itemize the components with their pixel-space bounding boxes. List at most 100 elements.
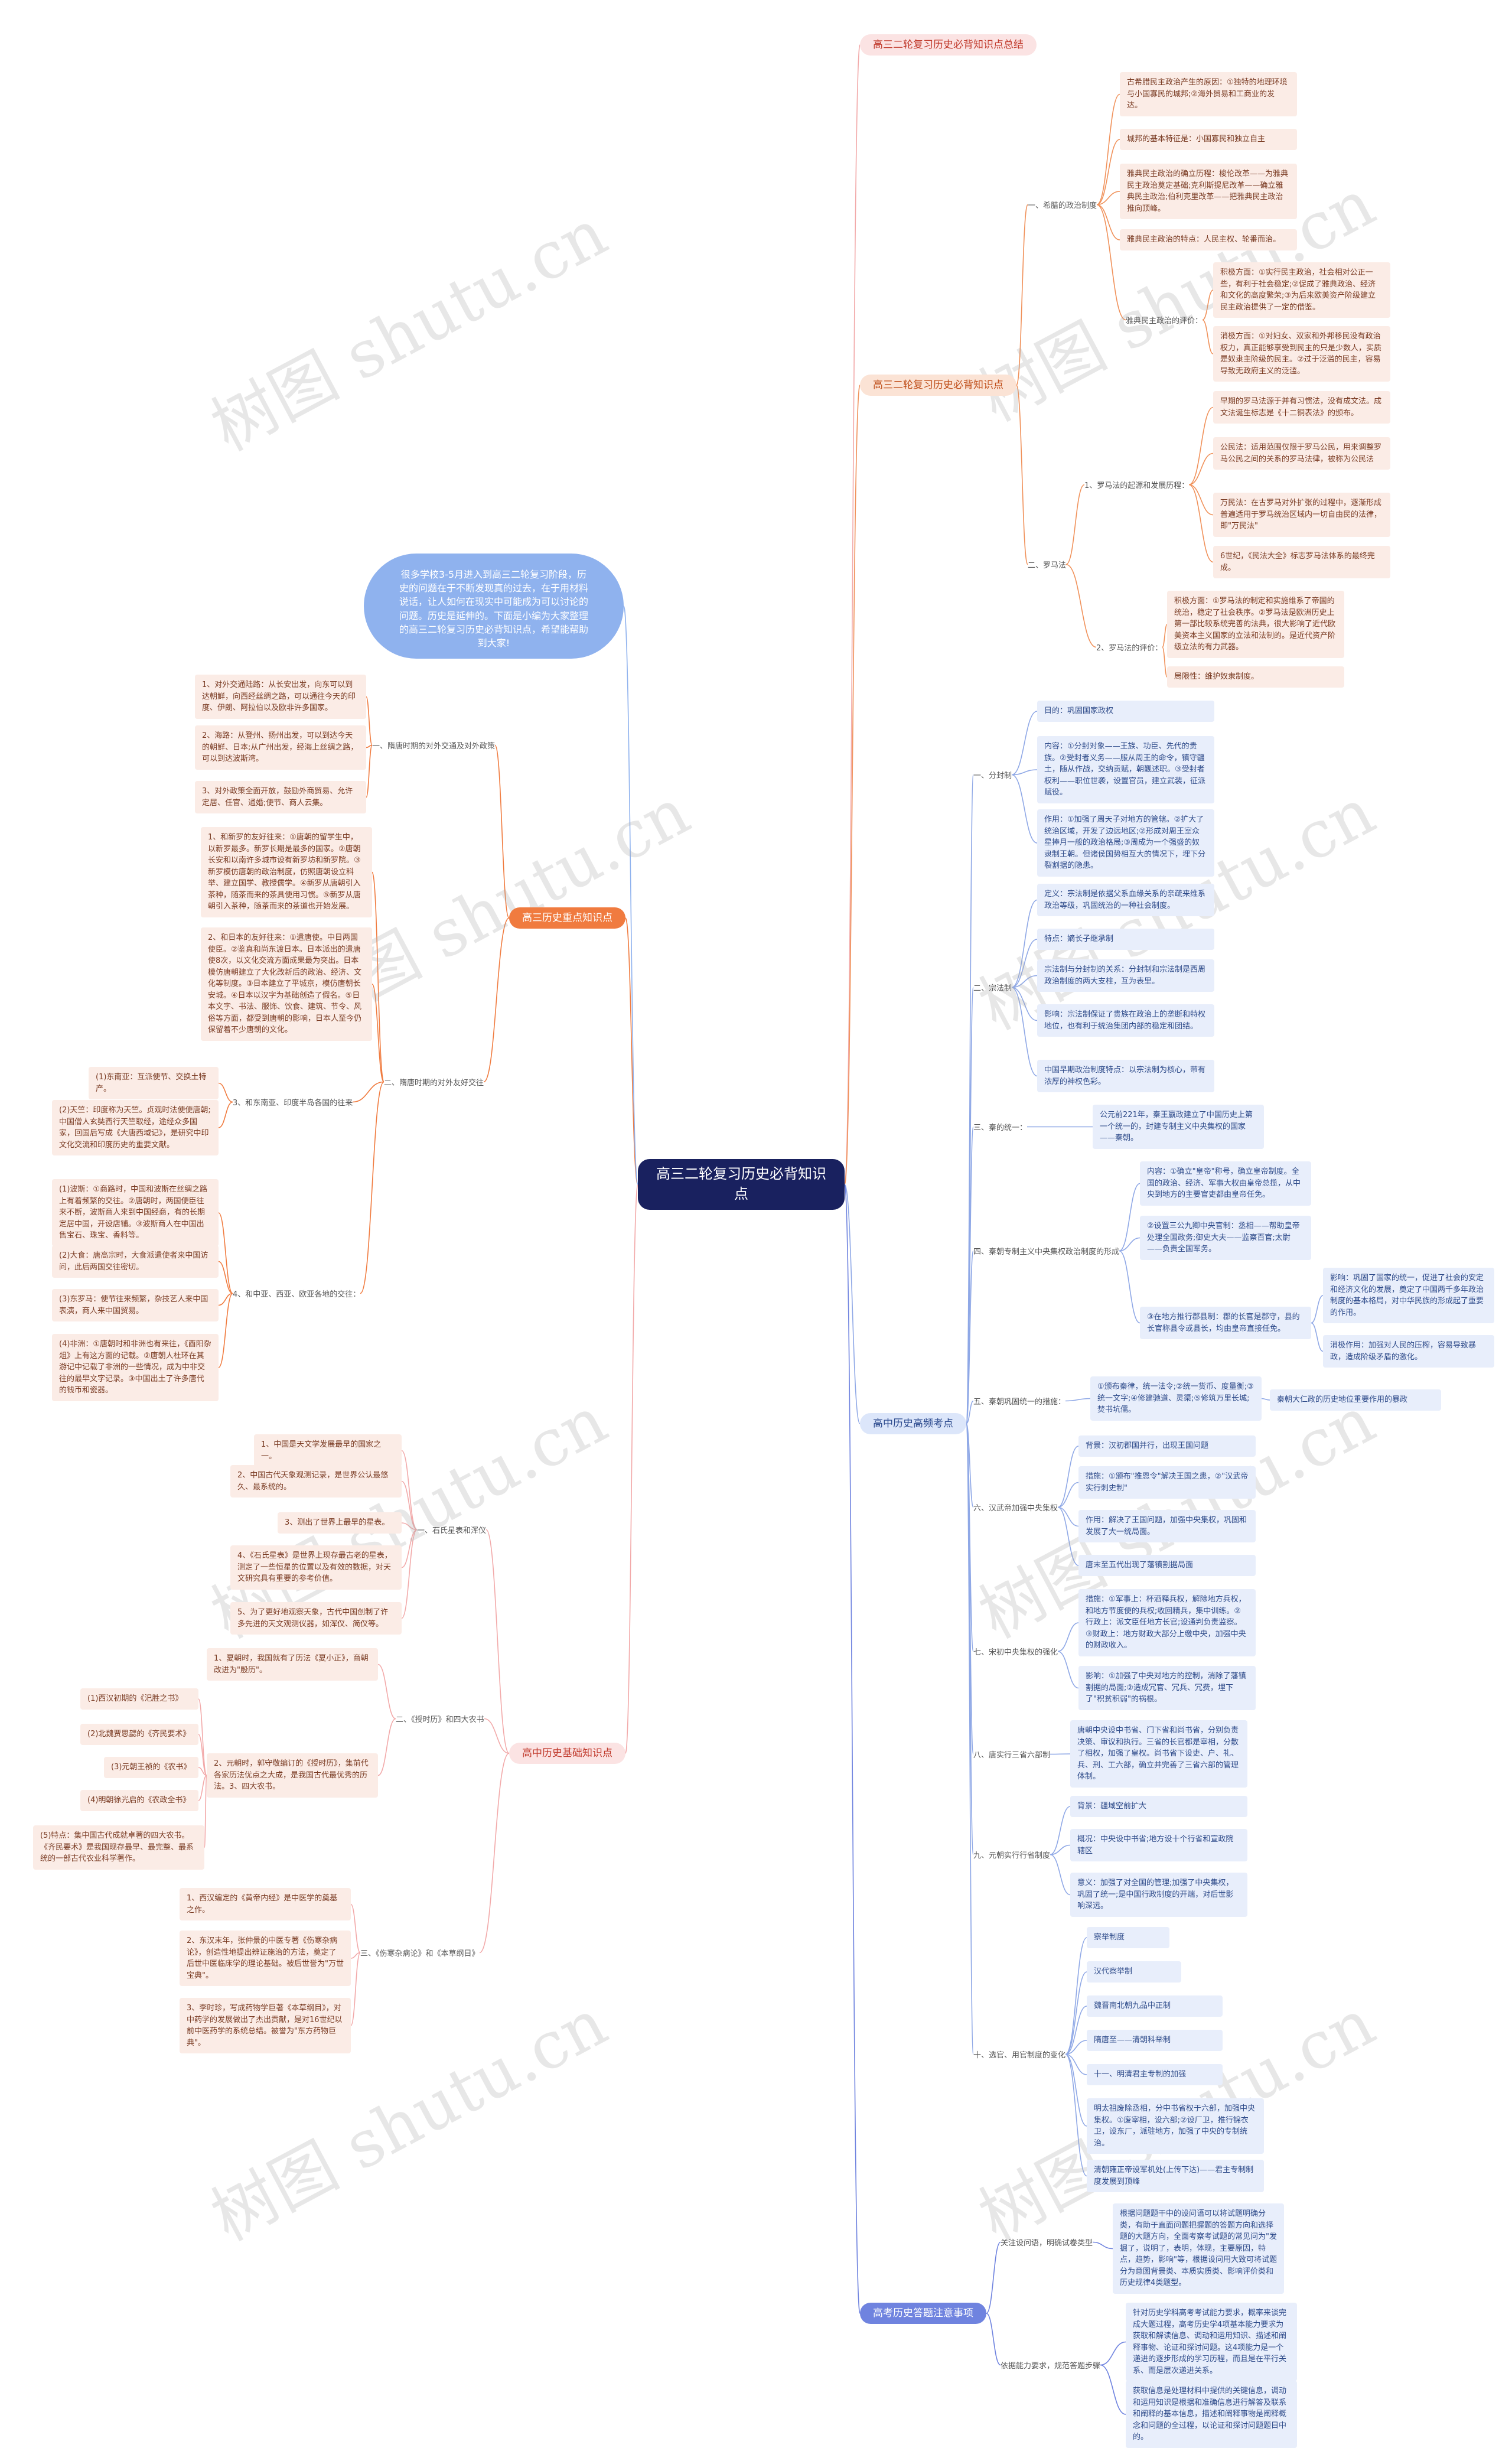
- note-observation: 2、中国古代天象观测记录，是世界公认最悠久、最系统的。: [230, 1465, 402, 1498]
- note-information: 获取信息是处理材料中提供的关键信息，调动和运用知识是根据和准确信息进行解答及联系…: [1126, 2381, 1297, 2448]
- note-nongshu: (3)元朝王祯的《农书》: [104, 1757, 198, 1778]
- note-patriarchal-def: 定义：宗法制是依据父系血缘关系的亲疏来维系政治等级，巩固统治的一种社会制度。: [1037, 884, 1214, 916]
- note-ability-requirements: 针对历史学科高考考试能力要求，概率来谈完成大题过程，高考历史学4项基本能力要求为…: [1126, 2303, 1297, 2381]
- note-roman-positive: 积极方面：①罗马法的制定和实施维系了帝国的统治，稳定了社会秩序。②罗马法是欧洲历…: [1167, 591, 1344, 658]
- topic-question-type[interactable]: 关注设问语，明确试卷类型: [1001, 2239, 1093, 2248]
- note-athens-feature: 雅典民主政治的特点：人民主权、轮番而治。: [1120, 229, 1297, 250]
- topic-star-catalog[interactable]: 一、石氏星表和浑仪: [417, 1526, 487, 1535]
- note-qin-status: 秦朝大仁政的历史地位重要作用的暴政: [1270, 1389, 1441, 1411]
- topic-sui-tang-exchange[interactable]: 二、隋唐时期的对外友好交往: [384, 1079, 484, 1088]
- note-sea-route: 2、海路：从登州、扬州出发，可以到达今天的朝鲜、日本;从广州出发，经海上丝绸之路…: [195, 725, 366, 770]
- note-qin-measures: ①颁布秦律，统一法令;②统一货币、度量衡;③统一文字;④修建驰道、灵渠;⑤修筑万…: [1090, 1376, 1262, 1421]
- note-land-route: 1、对外交通陆路：从长安出发，向东可以到达朝鲜，向西经丝绸之路，可以通往今天的印…: [195, 675, 366, 719]
- topic-qin-centralization[interactable]: 四、秦朝专制主义中央集权政治制度的形成: [973, 1248, 1120, 1256]
- note-nine-rank: 魏晋南北朝九品中正制: [1087, 1995, 1223, 2017]
- topic-medicine[interactable]: 三、《伤寒杂病论》和《本草纲目》: [360, 1949, 480, 1958]
- note-astronomy: 1、中国是天文学发展最早的国家之一。: [254, 1434, 402, 1467]
- note-commandery: ③在地方推行郡县制：郡的长官是郡守，县的长官称县令或县长，均由皇帝直接任免。: [1140, 1307, 1311, 1339]
- note-greek-origin: 古希腊民主政治产生的原因：①独特的地理环境与小国寡民的城邦;②海外贸易和工商业的…: [1120, 72, 1297, 116]
- branch-frequent[interactable]: 高中历史高频考点: [860, 1413, 966, 1434]
- topic-patriarchal[interactable]: 二、宗法制: [973, 984, 1012, 993]
- note-byzantium: (3)东罗马：使节往来频繁，杂技艺人来中国表演，商人来中国贸易。: [52, 1289, 219, 1321]
- note-three-ministers: ②设置三公九卿中央官制：丞相——帮助皇帝处理全国政务;御史大夫——监察百官;太尉…: [1140, 1216, 1311, 1260]
- intro-bubble[interactable]: 很多学校3-5月进入到高三二轮复习阶段，历史的问题在于不断发现真的过去，在于用材…: [364, 554, 624, 659]
- note-shi-catalog: 4、《石氏星表》是世界上现存最古老的星表，测定了一些恒星的位置以及有效的数据，对…: [230, 1545, 402, 1590]
- topic-three-departments[interactable]: 八、唐实行三省六部制: [973, 1751, 1051, 1760]
- branch-summary[interactable]: 高三二轮复习历史必背知识点总结: [860, 34, 1037, 56]
- note-han-background: 背景：汉初郡国并行，出现王国问题: [1078, 1435, 1256, 1457]
- topic-athens-evaluation[interactable]: 雅典民主政治的评价：: [1126, 317, 1203, 325]
- note-song-impact: 影响：①加强了中央对地方的控制，消除了藩镇割据的局面;②造成冗官、冗兵、冗费，埋…: [1078, 1666, 1256, 1710]
- branch-review[interactable]: 高三二轮复习历史必背知识点: [860, 375, 1016, 396]
- note-athens-positive: 积极方面：①实行民主政治，社会相对公正一些，有利于社会稳定;②促成了雅典政治、经…: [1213, 262, 1390, 318]
- topic-qin-unify[interactable]: 三、秦的统一：: [973, 1124, 1028, 1132]
- topic-answer-steps[interactable]: 依据能力要求，规范答题步骤: [1001, 2362, 1101, 2371]
- note-emperor-system: 内容：①确立"皇帝"称号，确立皇帝制度。全国的政治、经济、军事大权由皇帝总揽，从…: [1140, 1161, 1311, 1206]
- note-earliest-catalog: 3、测出了世界上最早的星表。: [278, 1512, 402, 1534]
- note-question-type: 根据问题题干中的设问语可以将试题明确分类，有助于直面问题把握题的答题方向和选择题…: [1113, 2203, 1284, 2294]
- note-huangdi: 1、西汉编定的《黄帝内经》是中医学的奠基之作。: [180, 1888, 351, 1920]
- note-qin-impact: 影响：巩固了国家的统一，促进了社会的安定和经济文化的发展，奠定了中国两千多年政治…: [1323, 1268, 1494, 1323]
- note-ming-qing: 十一、明清君主专制的加强: [1087, 2064, 1223, 2085]
- note-qiminyaoshu: (2)北魏贾思勰的《齐民要术》: [80, 1724, 198, 1745]
- note-shoushi: 2、元朝时，郭守敬编订的《授时历》，集前代各家历法优点之大成，是我国古代最优秀的…: [207, 1753, 378, 1798]
- note-han-measures: 措施：①颁布"推恩令"解决王国之患，②"汉武帝实行刺史制": [1078, 1466, 1256, 1499]
- topic-qin-measures[interactable]: 五、秦朝巩固统一的措施：: [973, 1398, 1066, 1407]
- topic-roman-evaluation[interactable]: 2、罗马法的评价：: [1096, 644, 1163, 653]
- note-india: (2)天竺：印度称为天竺。贞观时法使使唐朝;中国僧人玄奘西行天竺取经，途经众多国…: [52, 1100, 219, 1155]
- note-yuan-overview: 概况：中央设中书省;地方设十个行省和宣政院辖区: [1070, 1829, 1247, 1861]
- note-yuan-background: 背景：疆域空前扩大: [1070, 1796, 1247, 1817]
- note-tang-separatism: 唐末至五代出现了藩镇割据局面: [1078, 1555, 1256, 1576]
- topic-greek-politics[interactable]: 一、希腊的政治制度: [1028, 201, 1097, 210]
- note-li-shizhen: 3、李时珍，写成药物学巨著《本草纲目》，对中药学的发展做出了杰出贡献，是对16世…: [180, 1998, 351, 2053]
- topic-yuan-province[interactable]: 九、元朝实行行省制度: [973, 1851, 1051, 1860]
- topic-han-wudi[interactable]: 六、汉武帝加强中央集权: [973, 1504, 1058, 1513]
- topic-song-centralization[interactable]: 七、宋初中央集权的强化: [973, 1648, 1058, 1657]
- topic-roman-law[interactable]: 二、罗马法: [1028, 561, 1067, 570]
- note-zhang-zhongjing: 2、东汉末年，张仲景的中医专著《伤寒杂病论》，创造性地提出辨证施治的方法，奠定了…: [180, 1931, 351, 1986]
- note-arabia: (2)大食：唐高宗时，大食派遣使者来中国访问，此后两国交往密切。: [52, 1245, 219, 1278]
- note-feudal-content: 内容：①分封对象——王族、功臣、先代的贵族。②受封者义务——服从周王的命令，镇守…: [1037, 736, 1214, 803]
- note-early-politics: 中国早期政治制度特点：以宗法制为核心，带有浓厚的神权色彩。: [1037, 1060, 1214, 1092]
- note-feudal-purpose: 目的：巩固国家政权: [1037, 701, 1214, 722]
- note-city-state: 城邦的基本特征是：小国寡民和独立自主: [1120, 129, 1297, 150]
- note-patriarchal-relation: 宗法制与分封制的关系：分封制和宗法制是西周政治制度的两大支柱，互为表里。: [1037, 959, 1214, 992]
- note-yuan-significance: 意义：加强了对全国的管理;加强了中央集权，巩固了统一;是中国行政制度的开端，对后…: [1070, 1873, 1247, 1917]
- topic-calendar-agri[interactable]: 二、《授时历》和四大农书: [396, 1715, 484, 1724]
- note-patriarchal-feature: 特点：嫡长子继承制: [1037, 929, 1214, 950]
- note-han-effect: 作用：解决了王国问题，加强中央集权，巩固和发展了大一统局面。: [1078, 1510, 1256, 1542]
- note-song-measures: 措施：①军事上：杯酒释兵权，解除地方兵权，和地方节度使的兵权;收回精兵，集中训练…: [1078, 1589, 1256, 1656]
- note-southeast-asia: (1)东南亚：互派使节、交换土特产。: [89, 1067, 219, 1099]
- note-athens-negative: 消极方面：①对妇女、双家和外邦移民没有政治权力，真正能够享受到民主的只是少数人，…: [1213, 326, 1390, 382]
- topic-sui-tang-traffic[interactable]: 一、隋唐时期的对外交通及对外政策: [372, 742, 496, 751]
- note-nongzheng: (4)明朝徐光启的《农政全书》: [80, 1790, 198, 1811]
- root-topic[interactable]: 高三二轮复习历史必背知识点: [638, 1159, 845, 1210]
- note-ming-abolish: 明太祖废除丞相，分中书省权于六部，加强中央集权。①废宰相，设六部;②设厂卫，推行…: [1087, 2098, 1264, 2154]
- branch-exam-tips[interactable]: 高考历史答题注意事项: [860, 2303, 986, 2324]
- branch-basics[interactable]: 高中历史基础知识点: [509, 1743, 625, 1764]
- note-athens-history: 雅典民主政治的确立历程：梭伦改革——为雅典民主政治奠定基础;克利斯提尼改革——确…: [1120, 164, 1297, 219]
- note-japan: 2、和日本的友好往来：①遣唐使。中日两国使臣。②鉴真和尚东渡日本。日本派出的遣唐…: [201, 927, 372, 1041]
- note-persia: (1)波斯：①商路时，中国和波斯在丝绸之路上有着频繁的交往。②唐朝时，两国使臣往…: [52, 1179, 219, 1246]
- note-roman-civil: 公民法：适用范围仅限于罗马公民，用来调整罗马公民之间的关系的罗马法律，被称为公民…: [1213, 437, 1390, 470]
- topic-southeast-asia[interactable]: 3、和东南亚、印度半岛各国的往来: [233, 1099, 353, 1108]
- note-han-recommendation: 汉代察举制: [1087, 1961, 1181, 1983]
- note-imperial-exam: 隋唐至——清朝科举制: [1087, 2030, 1223, 2051]
- note-silla: 1、和新罗的友好往来：①唐朝的留学生中，以新罗最多。新罗长期是最多的国家。②唐朝…: [201, 827, 372, 917]
- topic-official-selection[interactable]: 十、选官、用官制度的变化: [973, 2051, 1066, 2060]
- note-roman-nations: 万民法：在古罗马对外扩张的过程中，逐渐形成普遍适用于罗马统治区域内一切自由民的法…: [1213, 493, 1390, 537]
- note-fanshengzhi: (1)西汉初期的《汜胜之书》: [80, 1688, 198, 1710]
- branch-key-points[interactable]: 高三历史重点知识点: [509, 907, 625, 929]
- note-qin-221bc: 公元前221年，秦王嬴政建立了中国历史上第一个统一的，封建专制主义中央集权的国家…: [1093, 1105, 1264, 1149]
- topic-central-asia[interactable]: 4、和中亚、西亚、欧亚各地的交往：: [233, 1290, 361, 1299]
- note-roman-limit: 局限性：维护奴隶制度。: [1167, 666, 1344, 688]
- topic-roman-origin[interactable]: 1、罗马法的起源和发展历程：: [1084, 481, 1190, 490]
- topic-feudal[interactable]: 一、分封制: [973, 771, 1012, 780]
- note-recommendation: 察举制度: [1087, 1927, 1169, 1948]
- note-feudal-effect: 作用：①加强了周天子对地方的管辖。②扩大了统治区域，开发了边远地区;②形成对周王…: [1037, 809, 1214, 877]
- note-xia-calendar: 1、夏朝时，我国就有了历法《夏小正》，商朝改进为"殷历"。: [207, 1648, 378, 1681]
- note-instruments: 5、为了更好地观察天象，古代中国创制了许多先进的天文观测仪器，如浑仪、简仪等。: [230, 1602, 402, 1635]
- note-africa: (4)非洲：①唐朝时和非洲也有来往，《酉阳杂俎》上有这方面的记载。②唐朝人杜环在…: [52, 1334, 219, 1401]
- note-qing-grand-council: 清朝雍正帝设军机处(上传下达)——君主专制制度发展到顶峰: [1087, 2160, 1264, 2192]
